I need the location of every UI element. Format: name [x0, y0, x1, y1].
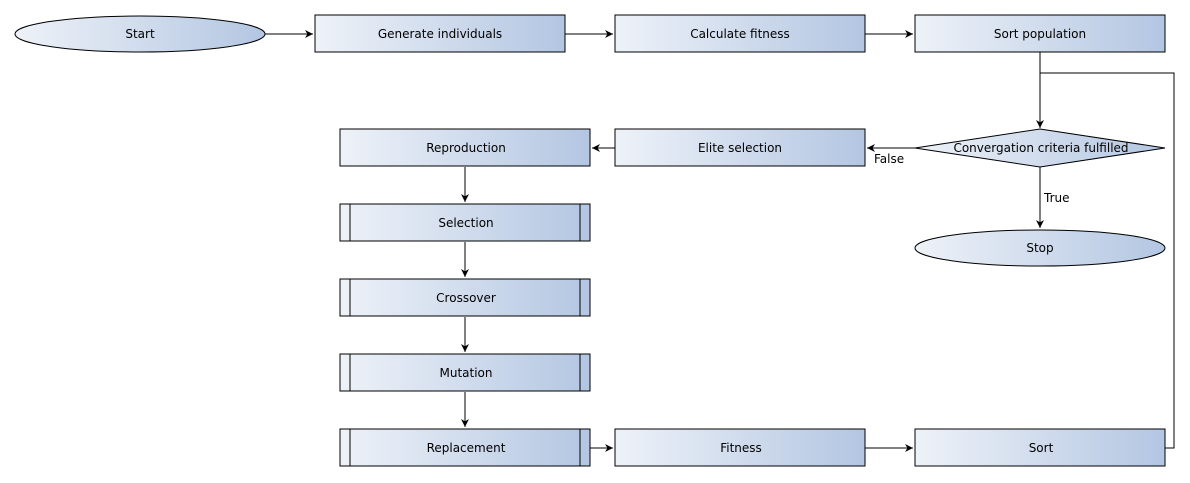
node-sort-label: Sort [1029, 441, 1054, 455]
node-convergence-decision: Convergation criteria fulfilled [914, 128, 1166, 168]
node-fitness-label: Fitness [720, 441, 762, 455]
node-generate-individuals: Generate individuals [314, 14, 566, 53]
node-start-label: Start [125, 27, 155, 41]
node-fitness: Fitness [614, 428, 866, 467]
node-reproduction-label: Reproduction [426, 141, 506, 155]
edge-label-false: False [874, 152, 904, 166]
node-selection: Selection [339, 203, 591, 242]
node-start: Start [14, 15, 266, 53]
node-replacement: Replacement [339, 428, 591, 467]
node-sort-population: Sort population [914, 14, 1166, 53]
node-reproduction: Reproduction [339, 128, 591, 167]
node-mutation: Mutation [339, 353, 591, 392]
node-mutation-label: Mutation [439, 366, 492, 380]
edges [265, 30, 1175, 452]
node-replacement-label: Replacement [427, 441, 506, 455]
node-calculate-fitness: Calculate fitness [614, 14, 866, 53]
node-stop: Stop [914, 229, 1166, 267]
node-stop-label: Stop [1026, 241, 1053, 255]
node-elite-selection-label: Elite selection [698, 141, 782, 155]
edge-label-true: True [1043, 191, 1070, 205]
edge-sort-loop-back [1040, 72, 1175, 449]
node-crossover: Crossover [339, 278, 591, 317]
node-crossover-label: Crossover [436, 291, 496, 305]
node-elite-selection: Elite selection [614, 128, 866, 167]
node-sort-population-label: Sort population [994, 27, 1086, 41]
node-calculate-fitness-label: Calculate fitness [690, 27, 790, 41]
node-convergence-decision-label: Convergation criteria fulfilled [953, 141, 1128, 155]
node-sort: Sort [914, 428, 1166, 467]
node-selection-label: Selection [438, 216, 493, 230]
node-generate-individuals-label: Generate individuals [378, 27, 502, 41]
